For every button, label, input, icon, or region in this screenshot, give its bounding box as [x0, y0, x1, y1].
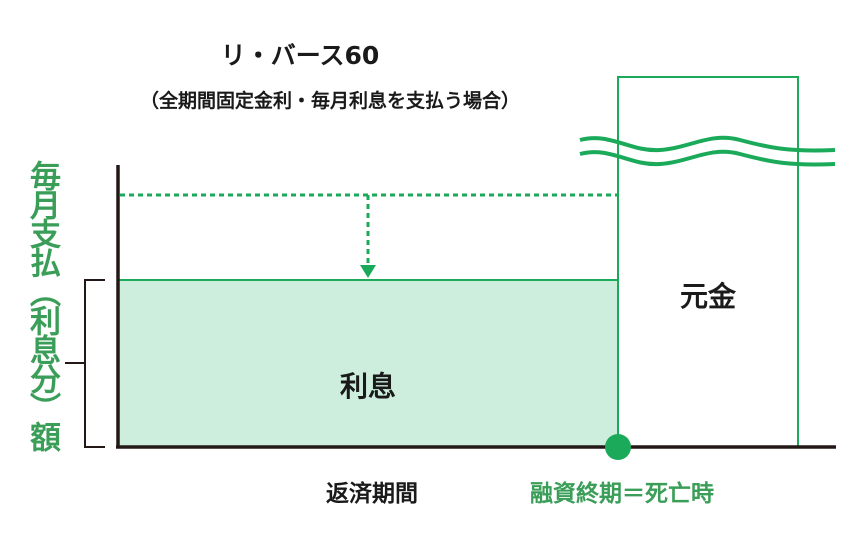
maturity-label: 融資終期＝死亡時 — [530, 481, 714, 507]
break-wave-bottom — [579, 149, 836, 167]
break-wave-top — [579, 135, 836, 153]
maturity-dot — [605, 434, 631, 460]
y-axis-label: 毎月支払（利息分）額 — [24, 160, 60, 450]
reduction-arrow-head — [360, 265, 376, 278]
principal-label: 元金 — [679, 280, 737, 313]
bracket — [65, 279, 105, 448]
diagram-title: リ・バース60 — [220, 41, 380, 70]
interest-label: 利息 — [339, 370, 397, 403]
diagram-subtitle: （全期間固定金利・毎月利息を支払う場合） — [139, 90, 521, 112]
principal-box — [617, 76, 799, 448]
interest-area — [118, 280, 618, 447]
repayment-period-label: 返済期間 — [326, 481, 418, 507]
